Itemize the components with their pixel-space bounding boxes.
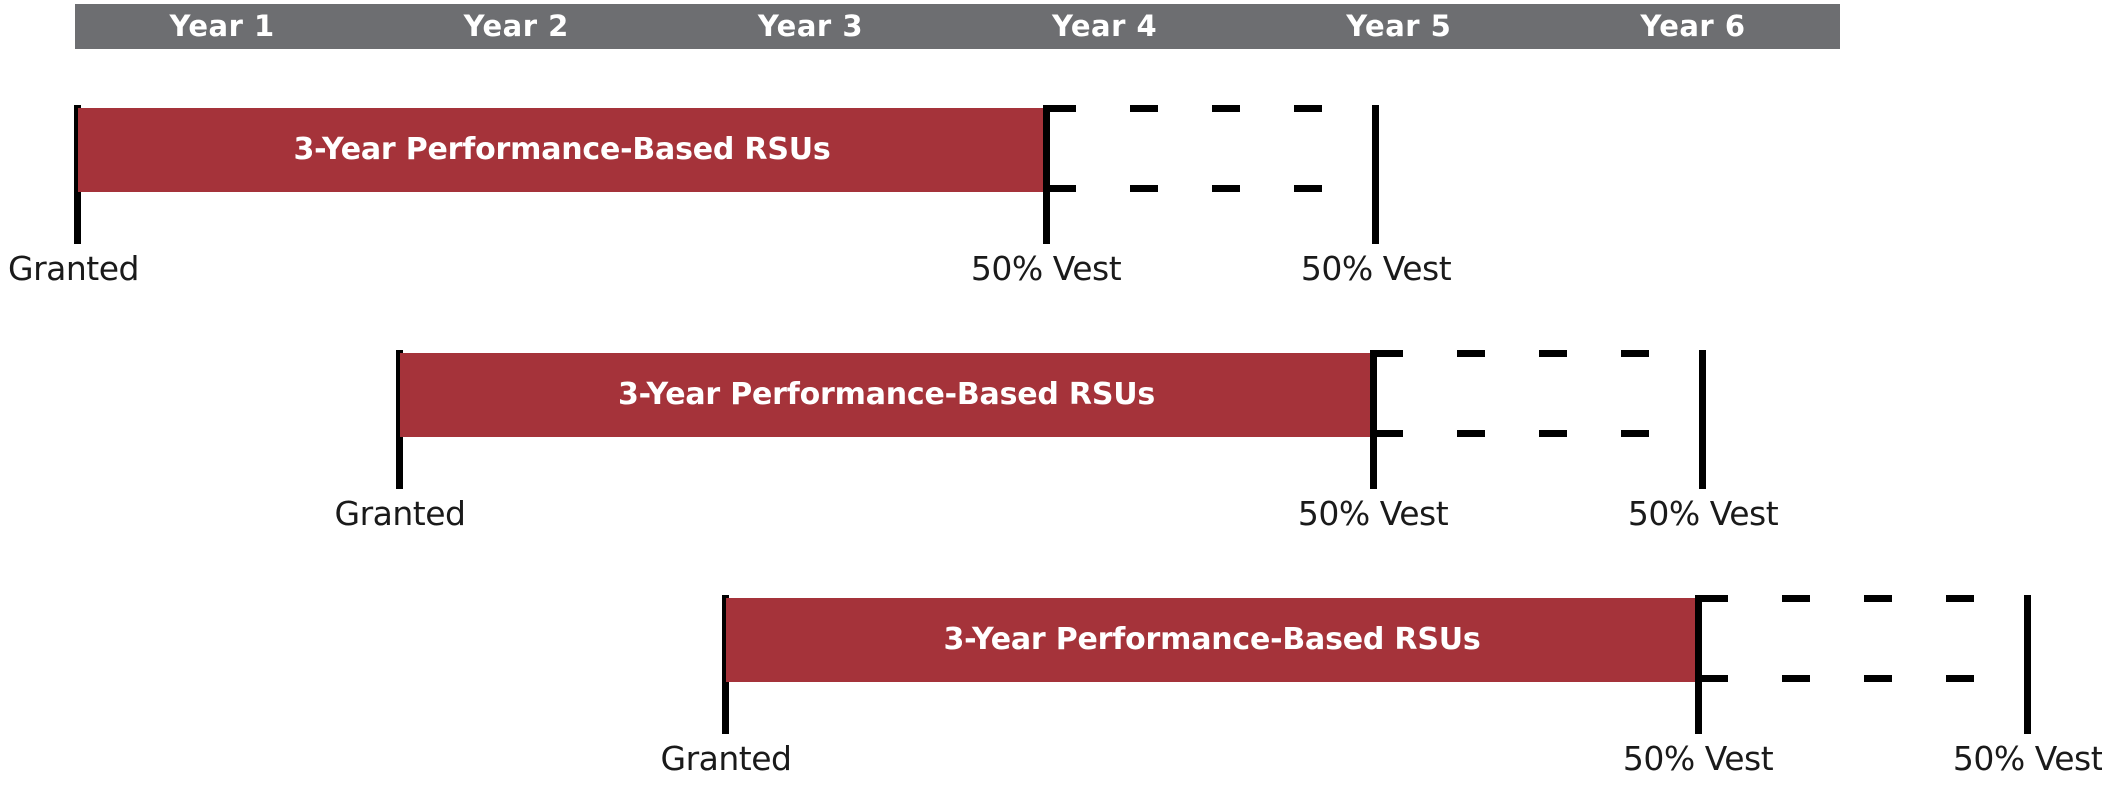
vest-2-tick-row-1 <box>1372 105 1379 244</box>
granted-label-row-3: Granted <box>660 739 792 778</box>
holding-window-bottom-dashes-row-2 <box>1375 430 1675 437</box>
performance-bar-row-3: 3-Year Performance-Based RSUs <box>726 598 1698 682</box>
vest-2-tick-row-2 <box>1699 350 1706 489</box>
year-label-4: Year 4 <box>1052 9 1158 43</box>
granted-tick-row-3 <box>722 595 729 734</box>
vest-2-label-row-1: 50% Vest <box>1300 249 1452 288</box>
granted-tick-row-2 <box>396 350 403 489</box>
holding-window-top-dashes-row-1 <box>1048 105 1348 112</box>
year-cell-2: Year 2 <box>369 4 663 49</box>
year-header-bar: Year 1 Year 2 Year 3 Year 4 Year 5 Year … <box>75 4 1840 49</box>
timeline-row-2: 3-Year Performance-Based RSUs Granted 50… <box>0 245 2102 530</box>
vest-1-tick-row-1 <box>1043 105 1050 244</box>
year-label-2: Year 2 <box>463 9 569 43</box>
holding-window-bottom-dashes-row-1 <box>1048 185 1348 192</box>
granted-label-row-2: Granted <box>334 494 466 533</box>
timeline-row-3: 3-Year Performance-Based RSUs Granted 50… <box>0 490 2102 775</box>
vest-1-tick-row-2 <box>1370 350 1377 489</box>
timeline-row-1: 3-Year Performance-Based RSUs Granted 50… <box>0 0 2102 285</box>
holding-window-bottom-dashes-row-3 <box>1700 675 2000 682</box>
year-label-1: Year 1 <box>169 9 275 43</box>
vest-1-label-row-3: 50% Vest <box>1622 739 1774 778</box>
vest-1-label-row-1: 50% Vest <box>970 249 1122 288</box>
vest-1-tick-row-3 <box>1695 595 1702 734</box>
vest-2-label-row-3: 50% Vest <box>1952 739 2102 778</box>
year-label-5: Year 5 <box>1346 9 1452 43</box>
year-label-6: Year 6 <box>1640 9 1746 43</box>
holding-window-top-dashes-row-2 <box>1375 350 1675 357</box>
granted-label-row-1: Granted <box>8 249 139 288</box>
performance-bar-label-row-1: 3-Year Performance-Based RSUs <box>293 132 831 167</box>
holding-window-top-dashes-row-3 <box>1700 595 2000 602</box>
vest-2-label-row-2: 50% Vest <box>1627 494 1779 533</box>
performance-bar-row-2: 3-Year Performance-Based RSUs <box>400 353 1373 437</box>
year-cell-1: Year 1 <box>75 4 369 49</box>
year-cell-5: Year 5 <box>1252 4 1546 49</box>
vest-1-label-row-2: 50% Vest <box>1297 494 1449 533</box>
year-label-3: Year 3 <box>757 9 863 43</box>
performance-bar-label-row-3: 3-Year Performance-Based RSUs <box>943 622 1481 657</box>
performance-bar-row-1: 3-Year Performance-Based RSUs <box>78 108 1046 192</box>
year-cell-6: Year 6 <box>1546 4 1840 49</box>
vest-2-tick-row-3 <box>2024 595 2031 734</box>
year-cell-4: Year 4 <box>958 4 1252 49</box>
granted-tick-row-1 <box>74 105 81 244</box>
performance-bar-label-row-2: 3-Year Performance-Based RSUs <box>617 377 1156 412</box>
year-cell-3: Year 3 <box>663 4 957 49</box>
